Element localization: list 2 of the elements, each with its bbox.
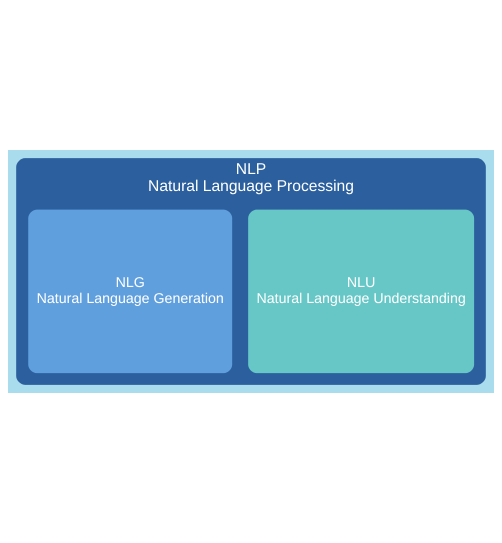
node-box: NLU Natural Language Understanding [248, 210, 474, 374]
node-box: NLG Natural Language Generation [28, 210, 232, 374]
